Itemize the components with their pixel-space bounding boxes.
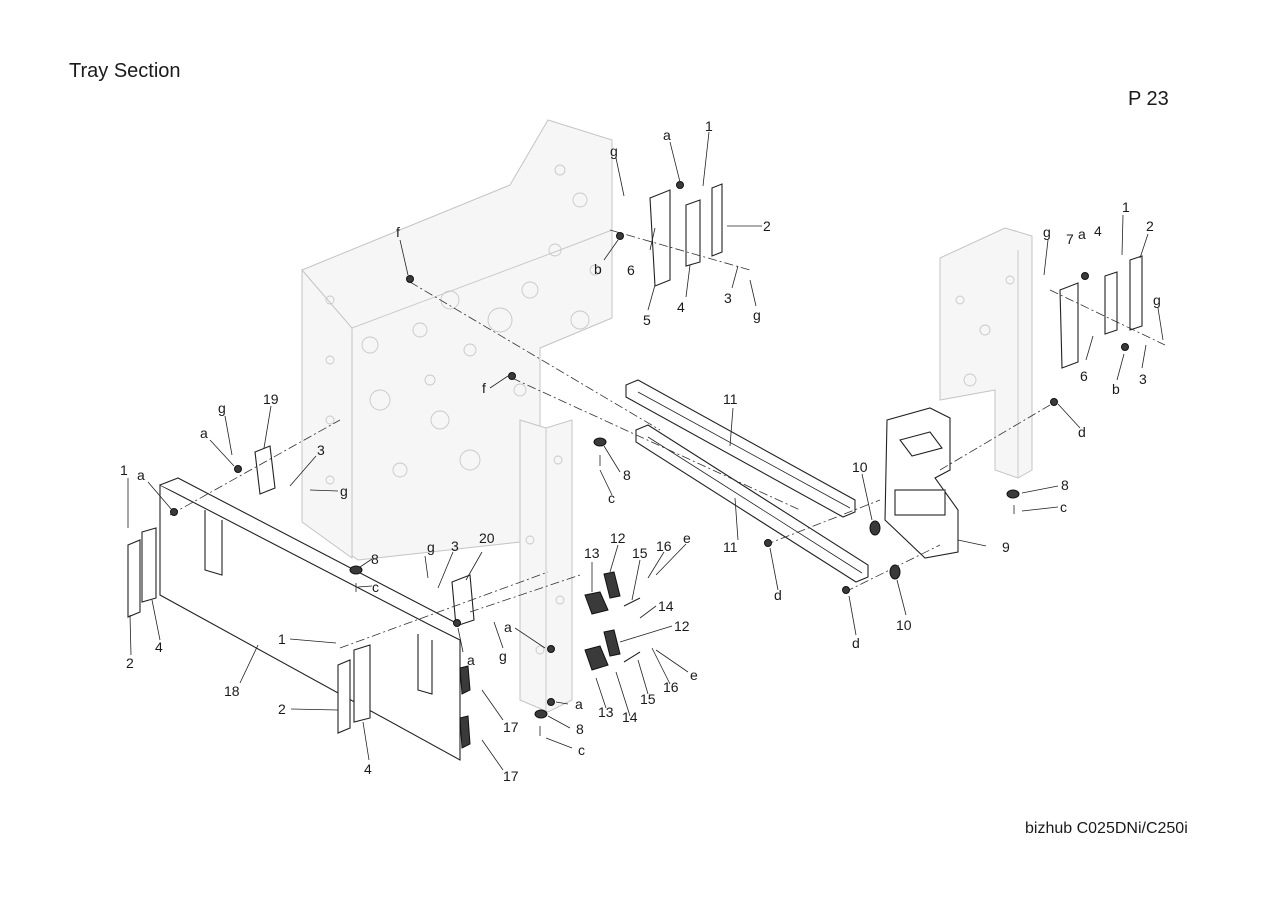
bracket-left-upper [649,183,723,287]
hinge-left [127,445,276,618]
callout-label: 3 [1139,371,1147,387]
rail-lower [635,424,869,583]
callout-label: 4 [155,639,163,655]
callout-label: g [1043,224,1051,240]
callout-label: 4 [677,299,685,315]
callout-label: a [200,425,208,441]
callout-label: 8 [1061,477,1069,493]
callout-label: 14 [622,709,638,725]
callout-label: g [610,143,618,159]
callout-label: 15 [640,691,656,707]
callout-label: a [663,127,671,143]
callout-label: 14 [658,598,674,614]
bracket-right-upper [1059,255,1143,369]
main-frame [301,119,613,561]
callout-label: a [504,619,512,635]
callout-label: 2 [1146,218,1154,234]
callout-label: f [396,224,400,240]
callout-label: d [852,635,860,651]
callout-label: g [499,648,507,664]
page-title: Tray Section [69,60,181,82]
callout-label: 6 [1080,368,1088,384]
front-cover [159,477,461,761]
callout-label: 11 [723,539,738,555]
callout-label: a [575,696,583,712]
callout-label: a [467,652,475,668]
callout-label: c [608,490,615,506]
callout-label: 8 [371,551,379,567]
callout-label: 12 [674,618,690,634]
callout-label: 4 [1094,223,1102,239]
callout-label: f [482,380,486,396]
callout-label: 16 [663,679,679,695]
callout-label: 2 [126,655,134,671]
callout-label: 1 [1122,199,1130,215]
callout-label: 8 [576,721,584,737]
callout-label: a [1078,226,1086,242]
callout-label: g [753,307,761,323]
callout-label: 11 [723,391,738,407]
callout-label: 1 [278,631,286,647]
callout-label: 4 [364,761,372,777]
callout-label: 7 [1066,231,1074,247]
callout-label: g [1153,292,1161,308]
rail-upper [625,379,856,518]
callout-label: 18 [224,683,240,699]
callout-label: 10 [896,617,912,633]
callout-labels: a 1 g 2 f b 6 5 4 3 g g 7 a 4 1 2 g 6 b … [120,118,1161,784]
callout-label: d [1078,424,1086,440]
callout-label: 19 [263,391,279,407]
fasteners [170,181,1129,736]
callout-label: 15 [632,545,648,561]
callout-label: 8 [623,467,631,483]
callout-label: c [372,579,379,595]
right-frame [939,227,1033,479]
callout-label: g [340,483,348,499]
callout-label: g [427,539,435,555]
callout-label: 3 [317,442,325,458]
callout-label: 10 [852,459,868,475]
callout-label: b [1112,381,1120,397]
callout-label: 3 [451,538,459,554]
callout-label: c [1060,499,1067,515]
drive-unit [869,407,959,580]
callout-label: e [690,667,698,683]
callout-label: 2 [278,701,286,717]
callout-label: d [774,587,782,603]
callout-label: 6 [627,262,635,278]
callout-label: 9 [1002,539,1010,555]
callout-label: 16 [656,538,672,554]
callout-label: e [683,530,691,546]
callout-label: 17 [503,768,519,784]
model-name: bizhub C025DNi/C250i [1025,820,1188,837]
latch-parts [459,571,641,749]
callout-label: 12 [610,530,626,546]
callout-label: 3 [724,290,732,306]
hinge-mid [337,574,475,734]
callout-label: 5 [643,312,651,328]
callout-label: g [218,400,226,416]
callout-label: 20 [479,530,495,546]
callout-label: 1 [705,118,713,134]
callout-label: c [578,742,585,758]
callout-label: 2 [763,218,771,234]
assembly-axes [169,229,1166,649]
callout-label: a [137,467,145,483]
callout-label: 1 [120,462,128,478]
center-side-plate [519,419,573,713]
callout-label: 13 [598,704,614,720]
leader-lines [127,131,1164,771]
callout-label: 13 [584,545,600,561]
page-number: P 23 [1128,88,1169,110]
callout-label: b [594,261,602,277]
callout-label: 17 [503,719,519,735]
